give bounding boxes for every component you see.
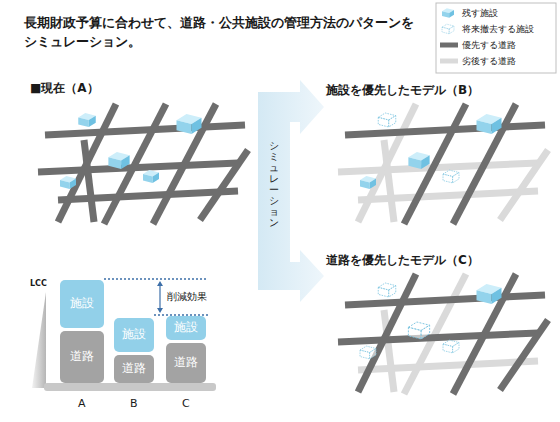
annotation: 削減効果 <box>167 290 207 304</box>
bar-segment: 施設 <box>166 316 206 340</box>
map-current <box>38 104 248 224</box>
bar-segment: 道路 <box>60 331 104 383</box>
legend-road-light <box>440 59 458 64</box>
section-heading: 道路を優先したモデル（C） <box>326 252 479 269</box>
section-heading: 施設を優先したモデル（B） <box>326 82 479 99</box>
bar-segment: 施設 <box>60 280 104 328</box>
bar-text: 道路 <box>174 356 198 369</box>
bar-segment: 道路 <box>114 355 154 383</box>
arrow-label: シミュレーション <box>269 140 279 228</box>
map-facility-priority <box>338 104 548 224</box>
bar-text: 施設 <box>122 328 146 341</box>
title: 長期財政予算に合わせて、道路・公共施設の管理方法のパターンを シミュレーション。 <box>24 14 430 52</box>
bar-text: 道路 <box>70 350 94 363</box>
legend-text: 優先する道路 <box>462 39 516 51</box>
simulation-arrow <box>258 80 324 302</box>
chart-base <box>44 383 216 391</box>
legend-cube-dashed <box>442 24 454 34</box>
bar-label: A <box>78 397 86 410</box>
legend-text: 将来撤去する施設 <box>462 23 534 35</box>
legend-text: 劣後する道路 <box>462 55 516 67</box>
axis-label: LCC <box>30 279 47 288</box>
legend-cube <box>442 8 454 18</box>
bar-segment: 施設 <box>114 318 154 352</box>
dotted-level <box>104 278 208 280</box>
bar-label: B <box>130 397 138 410</box>
bar-text: 施設 <box>70 297 94 310</box>
bar-text: 道路 <box>122 362 146 375</box>
reduction-arrow <box>157 281 163 313</box>
section-heading: ■現在（A） <box>30 80 99 97</box>
legend-road-dark <box>440 43 458 48</box>
bar-segment: 道路 <box>166 343 206 383</box>
lcc-axis-wedge <box>32 292 46 388</box>
map-current-facilities <box>60 113 202 189</box>
bar-text: 施設 <box>174 321 198 334</box>
map-road-priority <box>338 274 548 394</box>
legend-frame <box>436 3 556 73</box>
bar-label: C <box>182 397 190 410</box>
legend-text: 残す施設 <box>462 7 498 19</box>
